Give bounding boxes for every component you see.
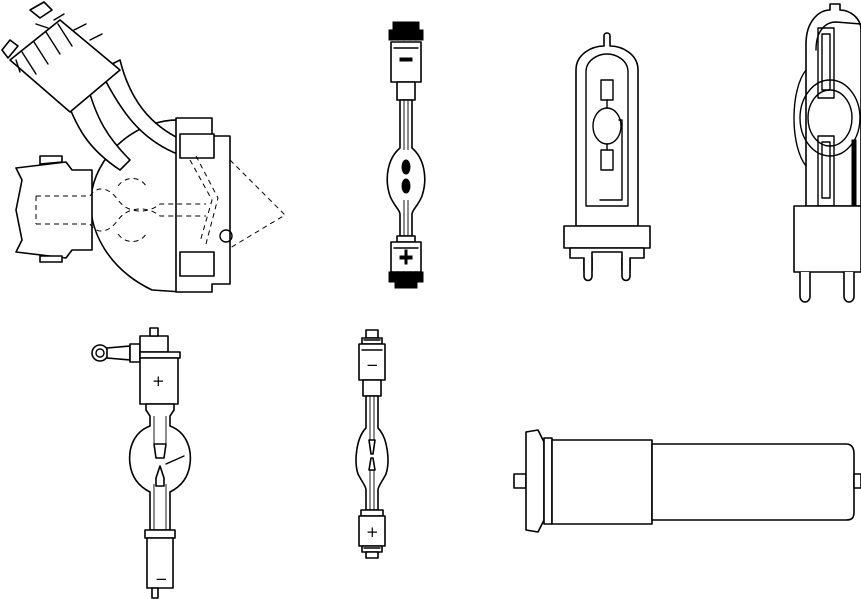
single-ended-g-base-small	[563, 32, 651, 282]
short-arc-with-lug: + −	[91, 327, 192, 599]
negative-terminal-mark: −	[155, 570, 168, 588]
positive-terminal-mark: +	[366, 523, 379, 541]
cylindrical-flanged-lamp	[513, 429, 861, 533]
reflector-lamp	[1, 1, 286, 293]
double-ended-short-arc-slim: − +	[355, 329, 389, 559]
single-ended-g-base-large	[793, 3, 861, 303]
negative-terminal-mark: −	[366, 356, 379, 374]
positive-terminal-mark: +	[152, 372, 165, 390]
double-ended-short-arc-large	[386, 21, 426, 289]
